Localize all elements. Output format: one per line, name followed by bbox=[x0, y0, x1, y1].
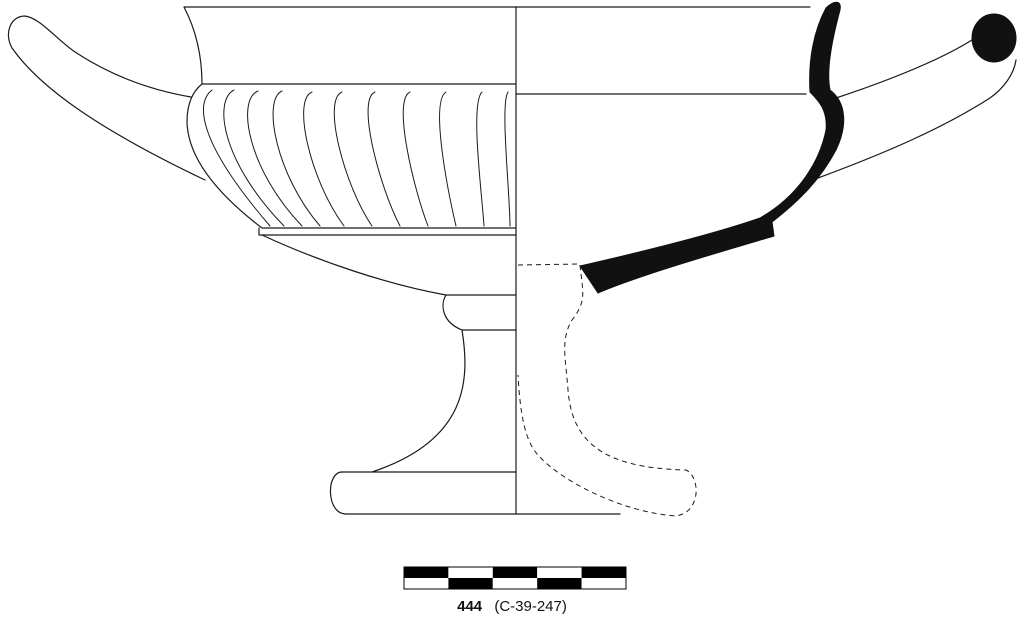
catalog-caption: 444 (C-39-247) bbox=[0, 598, 1024, 615]
stem-collar bbox=[442, 294, 517, 331]
scale-bar-segment bbox=[404, 567, 449, 578]
reconstruction-dashed bbox=[517, 263, 697, 517]
exterior-view bbox=[7, 6, 621, 515]
scale-bar-segment bbox=[404, 578, 449, 589]
rim-outline bbox=[183, 6, 517, 85]
interior-rim bbox=[515, 6, 811, 95]
catalog-number: 444 bbox=[457, 598, 483, 615]
stem bbox=[371, 329, 517, 473]
scale-bar bbox=[403, 566, 627, 590]
lower-bowl bbox=[261, 234, 517, 296]
scale-bar-segment bbox=[492, 567, 538, 578]
right-handle bbox=[817, 39, 1017, 179]
wall-section bbox=[579, 1, 845, 294]
scale-bar-segment bbox=[581, 578, 626, 589]
section-view bbox=[515, 1, 1017, 517]
inventory-number: (C-39-247) bbox=[494, 598, 567, 615]
scale-bar-segment bbox=[537, 567, 582, 578]
scale-bar-segment bbox=[492, 578, 538, 589]
scale-bar-segment bbox=[448, 567, 493, 578]
fluting bbox=[203, 89, 511, 227]
bowl-outline bbox=[186, 83, 517, 229]
left-handle bbox=[7, 15, 206, 181]
scale-bar-segment bbox=[581, 567, 626, 578]
scale-bar-segment bbox=[537, 578, 582, 589]
scale-bar-frame bbox=[403, 566, 627, 590]
handle-section bbox=[971, 13, 1017, 63]
foot bbox=[329, 471, 621, 515]
scale-bar-segment bbox=[448, 578, 493, 589]
ring-band bbox=[258, 227, 517, 236]
